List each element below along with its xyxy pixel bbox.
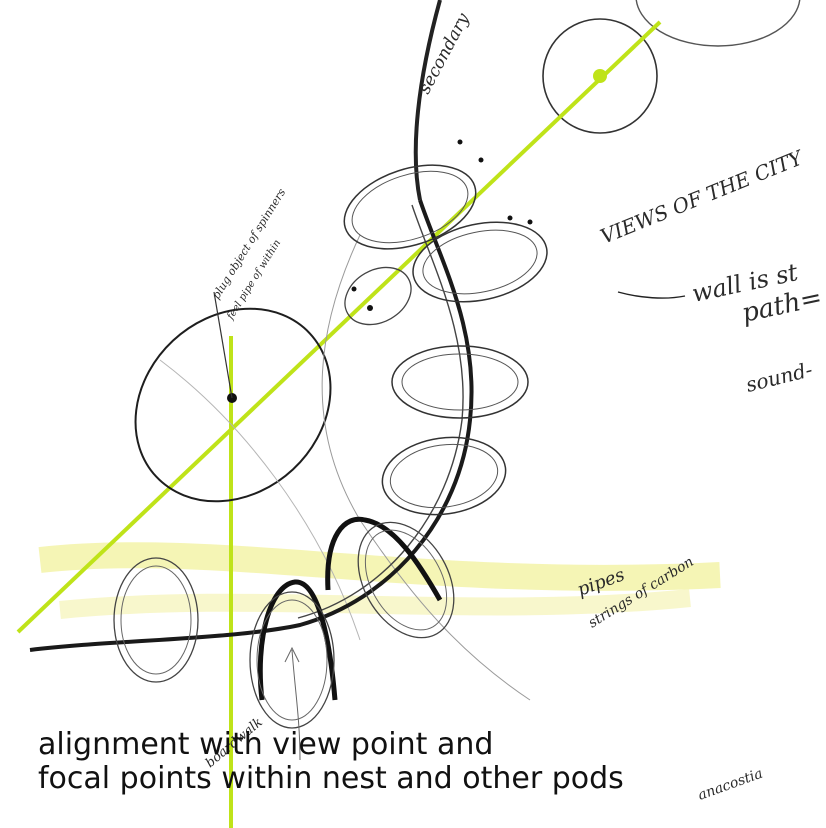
pod-dot (352, 287, 357, 292)
pod-5-inner (386, 438, 502, 514)
secondary-tail (416, 0, 440, 200)
pod-1-inner (343, 158, 477, 256)
pod-dot (528, 220, 533, 225)
note-sound: sound- (743, 357, 815, 397)
alignment-line (18, 22, 660, 632)
caption: alignment with view point and focal poin… (38, 728, 624, 796)
caption-line-2: focal points within nest and other pods (38, 762, 624, 796)
note-secondary: secondary (415, 10, 474, 98)
pod-dot (508, 216, 513, 221)
pod-4-inner (402, 354, 518, 410)
note-views: VIEWS OF THE CITY (597, 145, 808, 249)
caption-line-1: alignment with view point and (38, 728, 624, 762)
pencil-sweep-1 (322, 235, 530, 700)
pod-dot (479, 158, 484, 163)
highlighter-band-lower (60, 598, 690, 610)
pod-dot (367, 305, 373, 311)
pod-7-inner (257, 600, 327, 720)
wall-note-dash (618, 292, 685, 298)
pod-3 (335, 256, 422, 336)
pod-6 (114, 558, 198, 682)
note-anacostia: anacostia (696, 766, 765, 804)
pod-dot (458, 140, 463, 145)
pod-6-inner (121, 566, 191, 674)
